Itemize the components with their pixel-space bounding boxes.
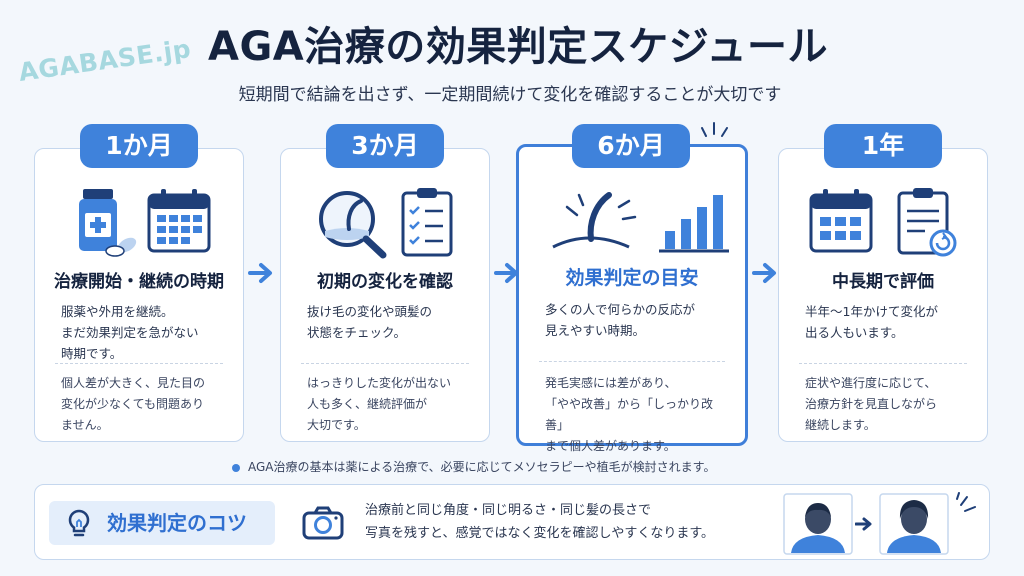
arrow-right-icon [752, 263, 776, 283]
checklist-icon [401, 188, 453, 257]
card-heading: 中長期で評価 [832, 272, 934, 292]
timeline-card-3-months: 初期の変化を確認 抜け毛の変化や頭髪の 状態をチェック。 はっきりした変化が出な… [280, 148, 490, 442]
arrow-right-icon [248, 263, 272, 283]
card-icons [35, 185, 243, 265]
bullet-icon [232, 463, 240, 472]
magnifier-hair-icon [319, 191, 387, 259]
document-refresh-icon [897, 188, 957, 257]
card-divider [539, 361, 725, 362]
card-heading: 治療開始・継続の時期 [54, 272, 224, 292]
card-heading: 効果判定の目安 [565, 267, 699, 289]
tips-label-box: 効果判定のコツ [49, 501, 275, 545]
badge-1-month: 1か月 [80, 124, 198, 168]
camera-icon [302, 506, 344, 540]
sparkle-icon [956, 492, 976, 512]
timeline-card-1-year: 中長期で評価 半年〜1年かけて変化が 出る人もいます。 症状や進行度に応じて、 … [778, 148, 988, 442]
page-subtitle: 短期間で結論を出さず、一定期間続けて変化を確認することが大切です [238, 85, 782, 105]
timeline-card-6-months: 効果判定の目安 多くの人で何らかの反応が 見えやすい時期。 発毛実感には差があり… [516, 144, 748, 453]
badge-1-year: 1年 [824, 124, 942, 168]
card-description: 服薬や外用を継続。 まだ効果判定を急がない 時期です。 [61, 304, 199, 361]
site-watermark: AGABASE.jp [16, 34, 193, 87]
timeline-card-1-month: 治療開始・継続の時期 服薬や外用を継続。 まだ効果判定を急がない 時期です。 個… [34, 148, 244, 442]
badge-6-months: 6か月 [572, 124, 690, 168]
before-photo-icon [783, 493, 853, 555]
tips-label: 効果判定のコツ [107, 511, 247, 535]
lightbulb-icon [68, 509, 90, 537]
sparkle-icon [701, 122, 728, 137]
card-note: はっきりした変化が出ない 人も多く、継続評価が 大切です。 [307, 376, 452, 432]
card-icons [779, 185, 987, 265]
card-note: 個人差が大きく、見た目の 変化が少なくても問題あり ません。 [61, 376, 206, 432]
calendar-icon [809, 189, 873, 253]
arrow-right-icon [855, 517, 872, 531]
hair-growth-icon [552, 192, 637, 249]
card-divider [55, 363, 223, 364]
card-divider [301, 363, 469, 364]
card-icons [519, 185, 745, 265]
tips-panel: 効果判定のコツ 治療前と同じ角度・同じ明るさ・同じ髪の長さで 写真を残すと、感覚… [34, 484, 990, 560]
card-description: 抜け毛の変化や頭髪の 状態をチェック。 [307, 304, 433, 340]
footnote: AGA治療の基本は薬による治療で、必要に応じてメソセラピーや植毛が検討されます。 [232, 458, 715, 475]
calendar-icon [147, 189, 211, 253]
tips-text: 治療前と同じ角度・同じ明るさ・同じ髪の長さで 写真を残すと、感覚ではなく変化を確… [365, 503, 715, 541]
bar-chart-icon [659, 195, 729, 253]
card-description: 多くの人で何らかの反応が 見えやすい時期。 [545, 302, 696, 338]
card-divider [799, 363, 967, 364]
badge-3-months: 3か月 [326, 124, 444, 168]
footnote-text: AGA治療の基本は薬による治療で、必要に応じてメソセラピーや植毛が検討されます。 [248, 460, 716, 474]
card-note: 症状や進行度に応じて、 治療方針を見直しながら 継続します。 [805, 376, 938, 432]
after-photo-icon [879, 493, 949, 555]
card-description: 半年〜1年かけて変化が 出る人もいます。 [805, 304, 938, 340]
card-heading: 初期の変化を確認 [317, 272, 453, 292]
card-note: 発毛実感には差があり、 「やや改善」から「しっかり改善」 まで個人差があります。 [545, 376, 714, 453]
medicine-bottle-icon [79, 189, 137, 257]
card-icons [281, 185, 489, 265]
page-title: AGA治療の効果判定スケジュール [208, 24, 828, 70]
